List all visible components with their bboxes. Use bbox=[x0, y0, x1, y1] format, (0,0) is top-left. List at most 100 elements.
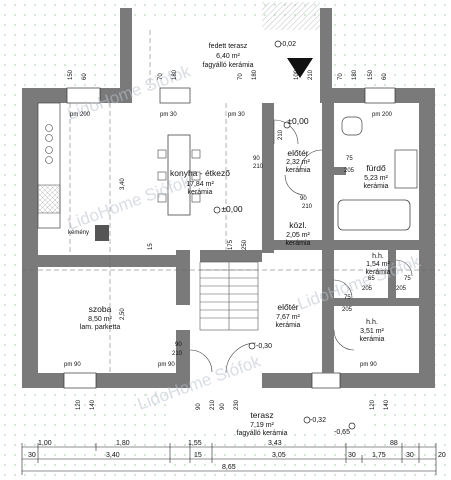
room-area: 17,84 m² bbox=[186, 181, 214, 188]
chimney-label: kémény bbox=[68, 230, 89, 236]
dim-row1-3: 3,43 bbox=[268, 440, 282, 447]
room-area: 7,19 m² bbox=[250, 422, 274, 429]
level-marker-icons bbox=[213, 40, 356, 430]
room-area: 2,05 m² bbox=[286, 232, 310, 239]
level-label: -0,65 bbox=[334, 429, 350, 436]
room-name: h.h. bbox=[372, 253, 384, 260]
height-dim: 210 bbox=[278, 129, 284, 140]
height-dim: 2,50 bbox=[120, 308, 126, 320]
room-area: 7,67 m² bbox=[276, 314, 300, 321]
room-floor: kerámia bbox=[360, 336, 385, 343]
dim-row1-2: 1,55 bbox=[188, 440, 202, 447]
room-floor: kerámia bbox=[286, 240, 311, 247]
stove-hobs bbox=[45, 124, 53, 164]
window-dim: 210 bbox=[308, 69, 314, 80]
window-dim: 120 bbox=[370, 399, 376, 410]
room-area: 6,40 m² bbox=[216, 53, 240, 60]
room-area: 5,23 m² bbox=[364, 175, 388, 182]
roof-overhang-hatch bbox=[262, 2, 320, 30]
opening-label: pm 200 bbox=[70, 112, 91, 118]
window-dim: 70 bbox=[238, 73, 244, 80]
window-dim: 230 bbox=[234, 399, 240, 410]
dim-row2-0: 30 bbox=[28, 452, 36, 459]
opening-label: pm 90 bbox=[158, 362, 175, 368]
dim-row2-2: 15 bbox=[194, 452, 202, 459]
room-name: szoba bbox=[89, 304, 112, 314]
window-dim: 90 bbox=[196, 403, 202, 410]
door-label: 210 bbox=[253, 164, 264, 170]
door-label: 75 bbox=[346, 156, 353, 162]
level-label: -0,30 bbox=[256, 343, 272, 350]
window-dim: 140 bbox=[90, 399, 96, 410]
door-label: 210 bbox=[302, 204, 313, 210]
dining-table bbox=[167, 134, 191, 216]
stair-dim: 175 bbox=[228, 239, 234, 250]
room-floor: kerámia bbox=[366, 269, 391, 276]
chimney bbox=[95, 225, 109, 241]
level-label: ±0,00 bbox=[287, 116, 308, 126]
opening-label: pm 200 bbox=[372, 112, 393, 118]
room-area: 2,32 m² bbox=[286, 159, 310, 166]
height-dim: 3,40 bbox=[120, 178, 126, 190]
sink-unit bbox=[37, 184, 61, 214]
terrace-area bbox=[170, 380, 370, 432]
axis-lines bbox=[22, 30, 440, 373]
door-label: 90 bbox=[300, 196, 307, 202]
washbasin bbox=[394, 149, 418, 189]
room-name: fürdő bbox=[366, 163, 386, 173]
window-dim: 120 bbox=[76, 399, 82, 410]
dim-row2-4: 30 bbox=[348, 452, 356, 459]
misc-labels: kémény ±0,00 ±0,00 -0,30 -0,32 -0,02 -0,… bbox=[68, 41, 350, 436]
window-dim: 90 bbox=[220, 403, 226, 410]
window-dim: 150 bbox=[68, 69, 74, 80]
room-floor: kerámia bbox=[286, 167, 311, 174]
dim-row2-6: 30 bbox=[406, 452, 414, 459]
dim-row1-1: 1,80 bbox=[116, 440, 130, 447]
door-label: 90 bbox=[175, 342, 182, 348]
height-dim: 15 bbox=[148, 243, 154, 250]
room-area: 3,51 m² bbox=[360, 328, 384, 335]
door-label: 210 bbox=[172, 351, 183, 357]
door-label: 205 bbox=[396, 286, 407, 292]
dim-row1-0: 1,00 bbox=[38, 440, 52, 447]
room-floor: kerámia bbox=[364, 183, 389, 190]
dim-edge-0: 20 bbox=[438, 452, 446, 459]
opening-label: pm 90 bbox=[64, 362, 81, 368]
window-dim: 70 bbox=[338, 73, 344, 80]
door-label: 75 bbox=[344, 295, 351, 301]
windows bbox=[63, 87, 396, 389]
dim-row2-5: 1,75 bbox=[372, 452, 386, 459]
door-label: 205 bbox=[342, 307, 353, 313]
stair-dim: 250 bbox=[242, 239, 248, 250]
bathtub bbox=[337, 199, 411, 231]
room-floor: kerámia bbox=[276, 322, 301, 329]
room-floor: fagyálló kerámia bbox=[237, 430, 288, 437]
door-label: 90 bbox=[253, 156, 260, 162]
room-floor: kerámia bbox=[188, 189, 213, 196]
window-dim: 100 bbox=[294, 69, 300, 80]
room-name: konyha - étkező bbox=[170, 168, 230, 178]
dimension-texts: 1,00 1,80 1,55 3,43 88 30 3,40 15 3,05 3… bbox=[28, 440, 446, 471]
room-name: fedett terasz bbox=[209, 43, 248, 50]
room-area: 8,50 m² bbox=[88, 316, 112, 323]
window-dim: 210 bbox=[210, 399, 216, 410]
dim-row3-0: 8,65 bbox=[222, 464, 236, 471]
toilet bbox=[341, 116, 363, 136]
door-label: 75 bbox=[404, 276, 411, 282]
window-dim: 180 bbox=[252, 69, 258, 80]
door-label: 65 bbox=[368, 276, 375, 282]
dim-row2-3: 3,05 bbox=[272, 452, 286, 459]
room-name: közl. bbox=[289, 220, 306, 230]
level-label: -0,32 bbox=[310, 417, 326, 424]
window-dim: 60 bbox=[382, 73, 388, 80]
level-label: -0,02 bbox=[280, 41, 296, 48]
level-label: ±0,00 bbox=[221, 204, 242, 214]
window-dim: 60 bbox=[82, 73, 88, 80]
dim-row1-4: 88 bbox=[390, 440, 398, 447]
opening-label: pm 90 bbox=[360, 362, 377, 368]
dimension-lines bbox=[21, 443, 437, 475]
door-label: 205 bbox=[362, 286, 373, 292]
window-dim: 150 bbox=[368, 69, 374, 80]
